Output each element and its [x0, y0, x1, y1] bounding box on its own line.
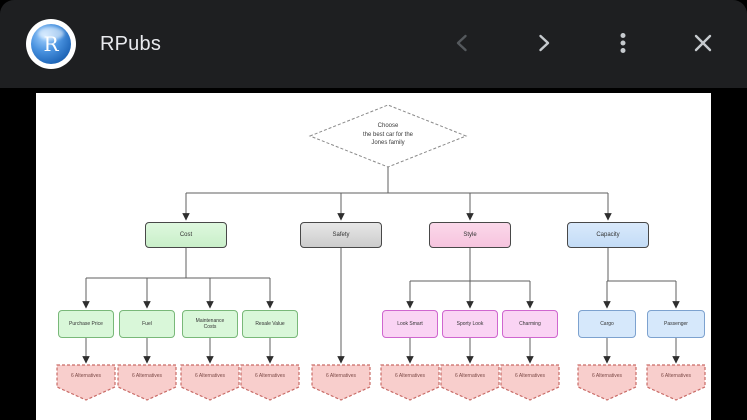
criterion-cost: Cost [145, 222, 227, 248]
close-button[interactable] [683, 24, 723, 64]
alternatives-leaf-label: 6 Alternatives [514, 373, 546, 379]
rpubs-logo-sphere: R [31, 24, 71, 64]
criterion-style: Style [429, 222, 511, 248]
diagram-edges-style [410, 248, 530, 282]
diagram-wires [56, 104, 706, 401]
subcriterion-resale-value: Resale Value [242, 310, 298, 338]
subcriterion-cargo: Cargo [578, 310, 636, 338]
rpubs-logo-letter: R [43, 32, 59, 56]
diagram-arrows-capacity [603, 281, 680, 309]
alternatives-leaf-label: 6 Alternatives [194, 373, 226, 379]
subcriterion-passenger: Passenger [647, 310, 705, 338]
chevron-right-icon [532, 32, 554, 57]
alternatives-leaf-label: 6 Alternatives [254, 373, 286, 379]
alternatives-leaf-label: 6 Alternatives [454, 373, 486, 379]
subcriterion-charming: Charming [502, 310, 558, 338]
page-background: Choose the best car for the Jones family… [0, 88, 747, 420]
alternatives-leaf-label: 6 Alternatives [660, 373, 692, 379]
alternatives-leaf-label: 6 Alternatives [325, 373, 357, 379]
criterion-capacity: Capacity [567, 222, 649, 248]
diagram-edges-cost [86, 248, 270, 279]
alternatives-leaf-label: 6 Alternatives [131, 373, 163, 379]
alternatives-leaf-label: 6 Alternatives [394, 373, 426, 379]
subcriterion-sporty-look: Sporty Look [442, 310, 498, 338]
subcriterion-fuel: Fuel [119, 310, 175, 338]
page-title: RPubs [100, 32, 162, 55]
back-button[interactable] [443, 24, 483, 64]
subcriterion-look-smart: Look Smart [382, 310, 438, 338]
diagram-arrows-cost [82, 278, 274, 309]
diagram-arrows-level1 [182, 193, 612, 221]
ahp-diagram-canvas: Choose the best car for the Jones family… [36, 93, 711, 420]
diagram-edges-level1 [186, 167, 608, 194]
alternatives-leaf-label: 6 Alternatives [70, 373, 102, 379]
diagram-arrows-leaves [82, 338, 680, 364]
menu-button[interactable] [603, 24, 643, 64]
alternatives-leaf-label: 6 Alternatives [591, 373, 623, 379]
subcriterion-maintenance-costs: Maintenance Costs [182, 310, 238, 338]
forward-button[interactable] [523, 24, 563, 64]
diagram-arrows-style [406, 281, 534, 309]
kebab-menu-icon [612, 32, 634, 57]
close-icon [692, 32, 714, 57]
diagram-edges-capacity [607, 248, 676, 282]
chevron-left-icon [452, 32, 474, 57]
goal-node-label: Choose the best car for the Jones family [362, 123, 414, 147]
goal-diamond-shape [308, 104, 468, 168]
alternatives-leaf-shapes [56, 364, 706, 401]
rpubs-logo: R [26, 19, 76, 69]
criterion-safety: Safety [300, 222, 382, 248]
subcriterion-purchase-price: Purchase Price [58, 310, 114, 338]
browser-toolbar: R RPubs [0, 0, 747, 88]
